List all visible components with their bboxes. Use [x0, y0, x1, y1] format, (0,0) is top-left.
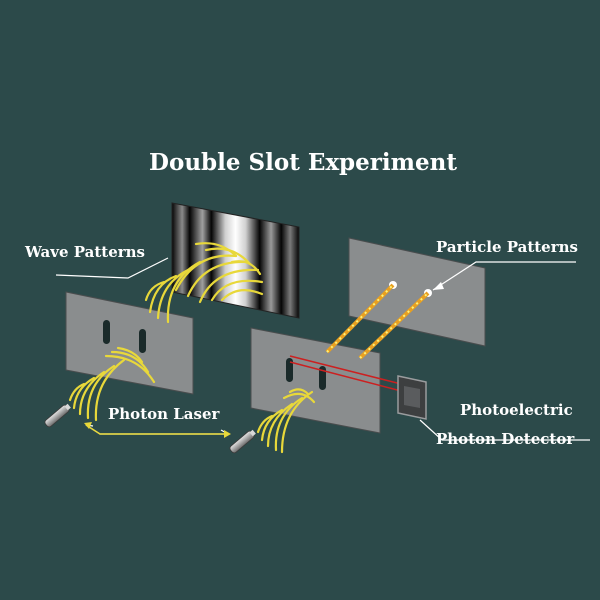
photon-detector-icon — [398, 376, 426, 419]
label-photon-detector: Photon Detector — [436, 430, 575, 448]
label-photoelectric: Photoelectric — [460, 401, 573, 419]
left-double-slit-panel — [66, 292, 193, 394]
callout-arrow — [224, 430, 231, 438]
slit — [286, 358, 293, 382]
laser-callout — [86, 425, 228, 434]
diagram-title: Double Slot Experiment — [149, 149, 457, 176]
slit — [103, 320, 110, 344]
photon-laser-icon — [44, 403, 72, 428]
slit — [139, 329, 146, 353]
label-particle-patterns: Particle Patterns — [436, 238, 578, 256]
label-wave-patterns: Wave Patterns — [24, 243, 145, 261]
photon-laser-icon — [229, 429, 257, 454]
label-photon-laser: Photon Laser — [108, 405, 221, 423]
